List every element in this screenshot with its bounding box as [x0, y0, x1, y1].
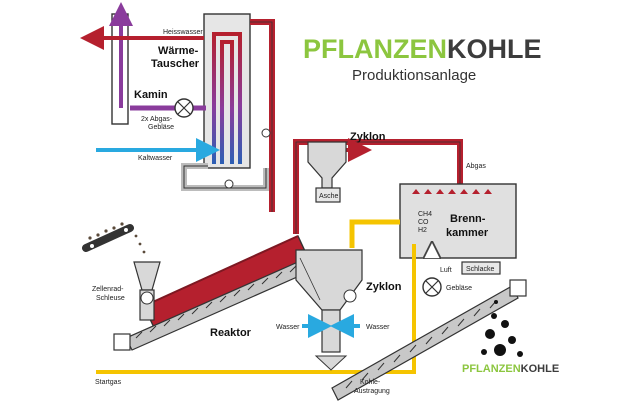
reactor	[143, 235, 311, 333]
heat-exchanger	[203, 13, 251, 169]
label-kohle-1: Kohle-	[360, 379, 381, 386]
label-kaltwasser: Kaltwasser	[138, 155, 173, 162]
title-part1: PFLANZEN	[303, 34, 447, 64]
label-zellenrad-2: Schleuse	[96, 295, 125, 302]
output-screw	[331, 279, 527, 401]
label-waermetauscher-1: Wärme-	[158, 45, 199, 57]
label-brennkammer-2: kammer	[446, 227, 489, 239]
startgas-line	[96, 244, 416, 374]
title: PFLANZENKOHLE	[303, 34, 542, 64]
label-abgas: Abgas	[466, 163, 486, 170]
label-asche: Asche	[319, 193, 339, 200]
title-part2: KOHLE	[447, 34, 542, 64]
feed-hopper	[133, 261, 161, 321]
chimney	[109, 2, 133, 125]
logo-part1: PFLANZEN	[462, 363, 521, 375]
label-waermetauscher-2: Tauscher	[151, 58, 200, 70]
pyrolysis-gas-line	[349, 219, 400, 248]
label-h2: H2	[418, 227, 427, 234]
label-co: CO	[418, 219, 429, 226]
label-kamin: Kamin	[134, 89, 168, 101]
label-geblaese: Gebläse	[446, 285, 472, 292]
subtitle: Produktionsanlage	[352, 67, 476, 84]
label-zyklon-top: Zyklon	[350, 131, 386, 143]
label-brennkammer-1: Brenn-	[450, 213, 486, 225]
label-wasser-right: Wasser	[366, 324, 390, 331]
label-luft: Luft	[440, 267, 452, 274]
label-schlacke: Schlacke	[466, 266, 495, 273]
label-heisswasser: Heisswasser	[163, 29, 203, 36]
label-ch4: CH4	[418, 211, 432, 218]
label-zyklon-bottom: Zyklon	[366, 281, 402, 293]
feed-belt	[82, 222, 146, 254]
label-kohle-2: Austragung	[354, 388, 390, 395]
logo: PFLANZENKOHLE	[462, 363, 559, 375]
air-blower	[422, 277, 442, 297]
label-abgasgeblaese-2: Gebläse	[148, 124, 174, 131]
exhaust-blower	[174, 98, 194, 118]
bottom-cyclone	[295, 249, 363, 371]
top-cyclone	[307, 141, 347, 203]
char-particles	[481, 300, 523, 357]
label-startgas: Startgas	[95, 379, 122, 386]
logo-part2: KOHLE	[521, 363, 560, 375]
label-zellenrad-1: Zellenrad-	[92, 286, 124, 293]
label-abgasgeblaese-1: 2x Abgas-	[141, 116, 173, 123]
label-wasser-left: Wasser	[276, 324, 300, 331]
burner-chamber	[399, 183, 517, 275]
label-reaktor: Reaktor	[210, 327, 252, 339]
